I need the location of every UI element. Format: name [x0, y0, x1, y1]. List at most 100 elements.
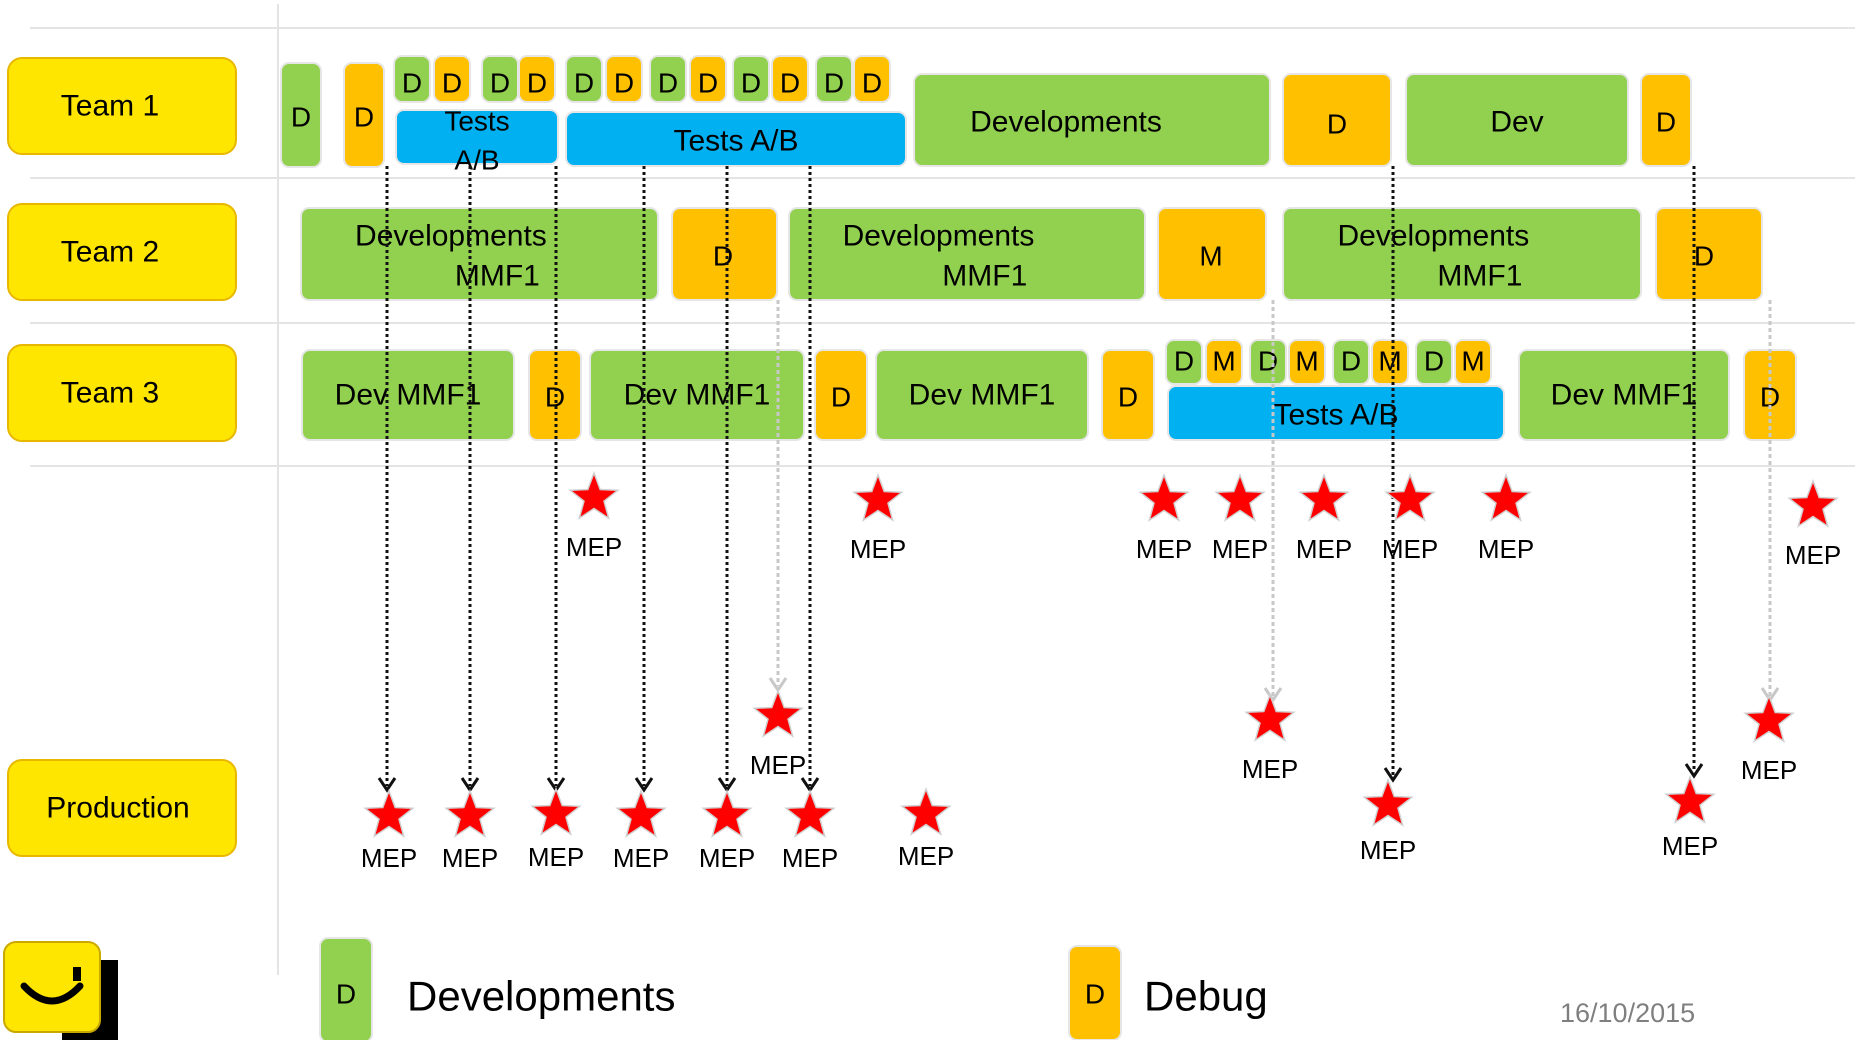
tests-ab-block — [565, 111, 907, 167]
arrowhead — [377, 777, 397, 793]
small-block — [1332, 339, 1370, 385]
legend-dev-label: Developments — [407, 973, 675, 1020]
developments-label: Developments — [970, 106, 1162, 139]
mep-label: MEP — [1785, 540, 1841, 570]
mep-label: MEP — [898, 841, 954, 871]
small-dev-block — [649, 55, 687, 103]
mep-label: MEP — [850, 534, 906, 564]
debug-code: D — [831, 382, 851, 413]
debug-code: D — [1327, 109, 1347, 140]
smiley-eye — [73, 967, 81, 981]
small-block — [1371, 339, 1409, 385]
developments-label: Developments — [355, 220, 547, 253]
production-box — [7, 759, 237, 857]
small-code: D — [1424, 346, 1444, 377]
release-star — [444, 788, 496, 838]
legend-debug-swatch — [1068, 945, 1122, 1040]
developments-label: Developments — [843, 220, 1035, 253]
release-star — [1480, 472, 1532, 522]
dev-block — [280, 62, 322, 168]
release-star — [701, 788, 753, 838]
tests-ab-label: Tests A/B — [673, 125, 798, 158]
small-block — [1454, 339, 1492, 385]
developments-label: Developments — [1337, 220, 1529, 253]
debug-block — [1282, 73, 1392, 167]
release-star — [852, 472, 904, 522]
mep-label: MEP — [1662, 831, 1718, 861]
small-code: D — [1174, 346, 1194, 377]
small-code: D — [574, 68, 594, 99]
developments-mmf1-block — [1282, 207, 1642, 301]
dev-mmf1-label: Dev MMF1 — [1551, 379, 1698, 412]
release-star — [1138, 472, 1190, 522]
release-star — [1244, 692, 1296, 742]
release-star — [1787, 478, 1839, 528]
dev-label: Dev — [1490, 106, 1543, 139]
debug-code: D — [713, 241, 733, 272]
mep-label: MEP — [361, 843, 417, 873]
tests-ab-line2: A/B — [454, 145, 499, 176]
mep-label: MEP — [1741, 755, 1797, 785]
legend-dev-swatch — [319, 937, 373, 1040]
small-debug-block — [771, 55, 809, 103]
merge-block — [1157, 207, 1267, 301]
tests-ab-line1: Tests — [444, 106, 509, 137]
small-code: D — [780, 68, 800, 99]
legend-dev-code: D — [336, 979, 356, 1010]
debug-block — [814, 349, 868, 441]
debug-code: D — [1656, 107, 1676, 138]
merge-code: M — [1199, 241, 1222, 272]
small-debug-block — [689, 55, 727, 103]
mep-label: MEP — [782, 843, 838, 873]
debug-code: D — [1760, 382, 1780, 413]
team-box-team3 — [7, 344, 237, 442]
small-code: D — [490, 68, 510, 99]
dev-code: D — [291, 102, 311, 133]
mep-label: MEP — [1478, 534, 1534, 564]
smiley-mouth — [20, 982, 84, 1005]
debug-block — [1655, 207, 1763, 301]
release-star — [568, 470, 620, 520]
developments-mmf1-block — [788, 207, 1146, 301]
release-star — [752, 688, 804, 738]
dev-block — [1405, 73, 1629, 167]
mep-label: MEP — [750, 750, 806, 780]
small-code: D — [527, 68, 547, 99]
release-star — [1362, 777, 1414, 827]
small-dev-block — [393, 55, 431, 103]
small-code: M — [1212, 346, 1235, 377]
dev-mmf1-block — [1518, 349, 1730, 441]
small-code: D — [824, 68, 844, 99]
small-block — [1249, 339, 1287, 385]
arrowhead — [634, 777, 654, 793]
arrowhead — [1383, 767, 1403, 783]
release-star — [530, 786, 582, 836]
dev-mmf1-label: Dev MMF1 — [335, 379, 482, 412]
dev-mmf1-block — [301, 349, 515, 441]
team-label-team2: Team 2 — [61, 236, 159, 269]
tests-ab-label: Tests A/B — [1273, 399, 1398, 432]
small-code: M — [1295, 346, 1318, 377]
release-star — [615, 788, 667, 838]
small-debug-block — [853, 55, 891, 103]
team-box-team2 — [7, 203, 237, 301]
mep-label: MEP — [1296, 534, 1352, 564]
mep-label: MEP — [442, 843, 498, 873]
release-star — [1743, 693, 1795, 743]
team-box-team1 — [7, 57, 237, 155]
small-code: D — [698, 68, 718, 99]
mep-label: MEP — [699, 843, 755, 873]
tests-ab-block — [395, 109, 559, 165]
legend-debug-code: D — [1085, 979, 1105, 1010]
small-dev-block — [565, 55, 603, 103]
small-block — [1288, 339, 1326, 385]
mep-label: MEP — [1212, 534, 1268, 564]
small-dev-block — [732, 55, 770, 103]
small-block — [1415, 339, 1453, 385]
release-star — [1664, 774, 1716, 824]
debug-code: D — [1118, 382, 1138, 413]
slide-date: 16/10/2015 — [1560, 998, 1696, 1028]
mep-label: MEP — [1382, 534, 1438, 564]
